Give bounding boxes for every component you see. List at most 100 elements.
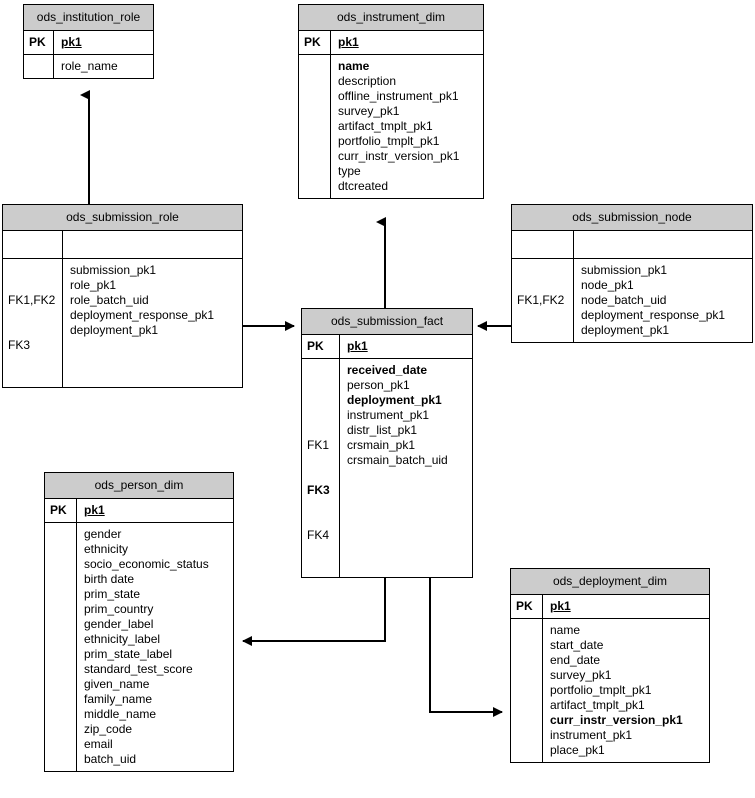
- field-pk1: pk1: [550, 599, 571, 613]
- field-artifact-tmplt-pk1: artifact_tmplt_pk1: [550, 698, 645, 712]
- field-list: name description offline_instrument_pk1 …: [331, 55, 483, 198]
- field-list: role_name: [54, 55, 153, 78]
- entity-ods-submission-fact[interactable]: ods_submission_fact PK pk1 FK1 FK3 FK4 r…: [301, 308, 473, 578]
- field-survey-pk1: survey_pk1: [550, 668, 612, 682]
- field-offline-instrument-pk1: offline_instrument_pk1: [338, 89, 459, 103]
- field-family-name: family_name: [84, 692, 153, 706]
- field-portfolio-tmplt-pk1: portfolio_tmplt_pk1: [550, 683, 652, 697]
- field-standard-test-score: standard_test_score: [84, 662, 193, 676]
- field-curr-instr-version-pk1: curr_instr_version_pk1: [338, 149, 460, 163]
- pk-row: PK pk1: [45, 499, 233, 522]
- field-deployment-pk1: deployment_pk1: [70, 323, 159, 337]
- attribute-row: name start_date end_date survey_pk1 port…: [511, 618, 709, 762]
- field-dtcreated: dtcreated: [338, 179, 389, 193]
- field-pk1: pk1: [347, 339, 368, 353]
- attribute-row: name description offline_instrument_pk1 …: [299, 54, 483, 198]
- entity-title: ods_institution_role: [24, 5, 153, 31]
- entity-ods-instrument-dim[interactable]: ods_instrument_dim PK pk1 name descripti…: [298, 4, 484, 199]
- entity-title: ods_instrument_dim: [299, 5, 483, 31]
- fk-column: [511, 619, 543, 762]
- field-birth-date: birth date: [84, 572, 135, 586]
- field-deployment-response-pk1: deployment_response_pk1: [70, 308, 215, 322]
- pk-field-cell: pk1: [331, 31, 483, 54]
- field-name: name: [338, 59, 370, 73]
- field-distr-list-pk1: distr_list_pk1: [347, 423, 418, 437]
- pk-label: [3, 231, 63, 258]
- field-list: name start_date end_date survey_pk1 port…: [543, 619, 709, 762]
- field-start-date: start_date: [550, 638, 604, 652]
- pk-row: PK pk1: [302, 335, 472, 358]
- field-artifact-tmplt-pk1: artifact_tmplt_pk1: [338, 119, 433, 133]
- entity-title: ods_deployment_dim: [511, 569, 709, 595]
- field-survey-pk1: survey_pk1: [338, 104, 400, 118]
- field-email: email: [84, 737, 113, 751]
- field-middle-name: middle_name: [84, 707, 157, 721]
- field-description: description: [338, 74, 397, 88]
- field-deployment-pk1: deployment_pk1: [347, 393, 442, 407]
- entity-title: ods_person_dim: [45, 473, 233, 499]
- entity-title: ods_submission_fact: [302, 309, 472, 335]
- pk-field-cell: [574, 231, 752, 258]
- field-end-date: end_date: [550, 653, 601, 667]
- pk-field-cell: pk1: [77, 499, 233, 522]
- attribute-row: role_name: [24, 54, 153, 78]
- fk-label-3: FK3: [307, 483, 330, 497]
- field-gender-label: gender_label: [84, 617, 154, 631]
- field-given-name: given_name: [84, 677, 150, 691]
- pk-label: PK: [511, 595, 543, 618]
- pk-row: PK pk1: [24, 31, 153, 54]
- pk-label: [512, 231, 574, 258]
- field-portfolio-tmplt-pk1: portfolio_tmplt_pk1: [338, 134, 440, 148]
- pk-field-cell: pk1: [340, 335, 472, 358]
- field-place-pk1: place_pk1: [550, 743, 605, 757]
- fk-label-1: FK1: [307, 438, 330, 452]
- pk-row: PK pk1: [299, 31, 483, 54]
- field-ethnicity: ethnicity: [84, 542, 129, 556]
- field-submission-pk1: submission_pk1: [70, 263, 157, 277]
- pk-field-cell: [63, 231, 242, 258]
- entity-ods-submission-node[interactable]: ods_submission_node FK1,FK2 submission_p…: [511, 204, 753, 343]
- field-role-batch-uid: role_batch_uid: [70, 293, 149, 307]
- field-prim-country: prim_country: [84, 602, 154, 616]
- attribute-row: FK1,FK2 submission_pk1 node_pk1 node_bat…: [512, 258, 752, 342]
- field-node-batch-uid: node_batch_uid: [581, 293, 667, 307]
- field-pk1: pk1: [338, 35, 359, 49]
- fk-label-1: FK1,FK2: [8, 293, 56, 307]
- field-zip-code: zip_code: [84, 722, 133, 736]
- fk-column: FK1 FK3 FK4: [302, 359, 340, 577]
- fk-label-2: FK3: [8, 338, 31, 352]
- field-node-pk1: node_pk1: [581, 278, 634, 292]
- pk-field-cell: pk1: [543, 595, 709, 618]
- field-prim-state-label: prim_state_label: [84, 647, 173, 661]
- fk-column: [24, 55, 54, 78]
- field-submission-pk1: submission_pk1: [581, 263, 668, 277]
- field-pk1: pk1: [84, 503, 105, 517]
- entity-ods-institution-role[interactable]: ods_institution_role PK pk1 role_name: [23, 4, 154, 79]
- pk-field-cell: pk1: [54, 31, 153, 54]
- pk-label: PK: [302, 335, 340, 358]
- field-list: gender ethnicity socio_economic_status b…: [77, 523, 233, 771]
- field-instrument-pk1: instrument_pk1: [550, 728, 633, 742]
- pk-label: PK: [45, 499, 77, 522]
- fk-column: FK1,FK2: [512, 259, 574, 342]
- fk-column: FK1,FK2 FK3: [3, 259, 63, 387]
- pk-label: PK: [299, 31, 331, 54]
- attribute-row: FK1,FK2 FK3 submission_pk1 role_pk1 role…: [3, 258, 242, 387]
- attribute-row: gender ethnicity socio_economic_status b…: [45, 522, 233, 771]
- field-pk1: pk1: [61, 35, 82, 49]
- field-list: submission_pk1 node_pk1 node_batch_uid d…: [574, 259, 752, 342]
- pk-row: PK pk1: [511, 595, 709, 618]
- field-crsmain-batch-uid: crsmain_batch_uid: [347, 453, 448, 467]
- entity-title: ods_submission_node: [512, 205, 752, 231]
- field-role-name: role_name: [61, 59, 118, 73]
- entity-ods-submission-role[interactable]: ods_submission_role FK1,FK2 FK3 submissi…: [2, 204, 243, 388]
- field-list: submission_pk1 role_pk1 role_batch_uid d…: [63, 259, 242, 387]
- entity-ods-person-dim[interactable]: ods_person_dim PK pk1 gender ethnicity s…: [44, 472, 234, 772]
- field-curr-instr-version-pk1: curr_instr_version_pk1: [550, 713, 683, 727]
- pk-row-empty: [512, 231, 752, 258]
- entity-ods-deployment-dim[interactable]: ods_deployment_dim PK pk1 name start_dat…: [510, 568, 710, 763]
- field-deployment-pk1: deployment_pk1: [581, 323, 670, 337]
- fk-label-1: FK1,FK2: [517, 293, 565, 307]
- field-prim-state: prim_state: [84, 587, 141, 601]
